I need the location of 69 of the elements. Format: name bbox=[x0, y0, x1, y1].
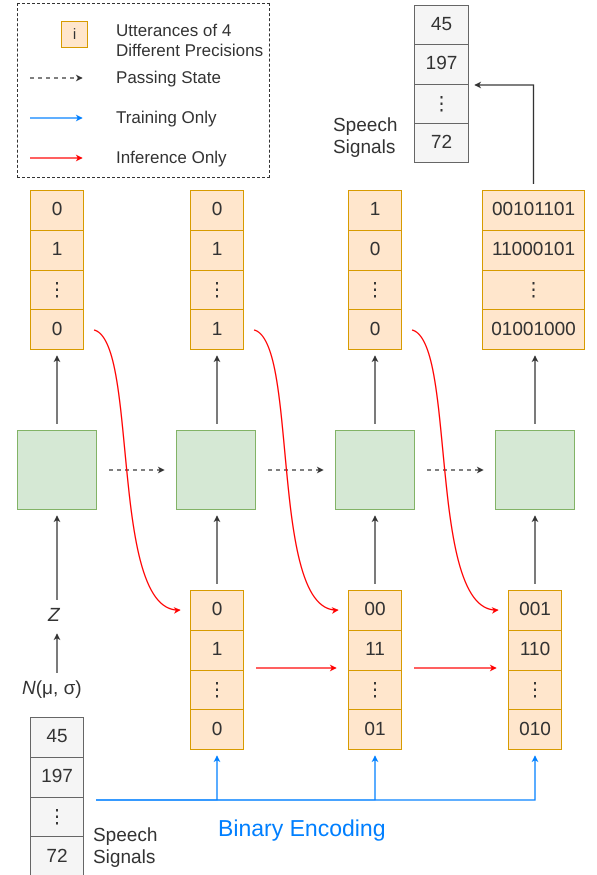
value-cell: 1 bbox=[190, 630, 244, 670]
value-cell: 0 bbox=[190, 590, 244, 631]
node-label: N(μ, σ) bbox=[22, 679, 82, 700]
arrow bbox=[427, 466, 484, 474]
arrow bbox=[412, 329, 499, 612]
arrow bbox=[214, 515, 220, 584]
arrow bbox=[214, 355, 220, 424]
arrow bbox=[54, 633, 60, 673]
value-cell: 0 bbox=[348, 230, 402, 270]
caption-text: Binary Encoding bbox=[218, 815, 386, 842]
value-cell: 0 bbox=[30, 309, 84, 350]
value-cell: 00 bbox=[348, 590, 402, 631]
arrow bbox=[532, 515, 538, 584]
value-cell: 1 bbox=[190, 230, 244, 270]
legend-text: Inference Only bbox=[116, 148, 228, 168]
value-cell: ⋮ bbox=[348, 270, 402, 310]
arrow bbox=[414, 664, 497, 672]
arrow bbox=[372, 515, 378, 584]
value-cell: 110 bbox=[508, 630, 562, 670]
value-cell: 0 bbox=[190, 709, 244, 750]
value-cell: 197 bbox=[414, 44, 469, 84]
arrow bbox=[268, 466, 324, 474]
value-cell: 010 bbox=[508, 709, 562, 750]
legend-swatch: i bbox=[61, 21, 88, 48]
value-cell: 001 bbox=[508, 590, 562, 631]
value-cell: 0 bbox=[30, 190, 84, 231]
value-cell: 11000101 bbox=[482, 230, 585, 270]
value-cell: ⋮ bbox=[508, 670, 562, 710]
arrow bbox=[54, 355, 60, 424]
value-cell: 0 bbox=[190, 190, 244, 231]
value-cell: 72 bbox=[30, 836, 84, 875]
value-cell: 1 bbox=[30, 230, 84, 270]
value-cell: 45 bbox=[30, 717, 84, 758]
node-label: Z bbox=[48, 606, 60, 627]
arrow bbox=[256, 664, 337, 672]
value-cell: ⋮ bbox=[30, 270, 84, 310]
value-cell: 1 bbox=[190, 309, 244, 350]
state-box bbox=[17, 430, 97, 510]
arrow bbox=[54, 515, 60, 600]
legend-text: Training Only bbox=[116, 108, 218, 128]
arrow bbox=[532, 355, 538, 424]
caption-text: Speech Signals bbox=[93, 825, 158, 869]
arrow bbox=[96, 755, 538, 801]
value-cell: ⋮ bbox=[30, 796, 84, 838]
state-box bbox=[495, 430, 575, 510]
value-cell: 1 bbox=[348, 190, 402, 231]
arrow bbox=[474, 82, 534, 184]
value-cell: 11 bbox=[348, 630, 402, 670]
value-cell: ⋮ bbox=[190, 270, 244, 310]
value-cell: ⋮ bbox=[190, 670, 244, 710]
value-cell: ⋮ bbox=[348, 670, 402, 710]
state-box bbox=[335, 430, 415, 510]
arrow bbox=[372, 355, 378, 424]
value-cell: ⋮ bbox=[482, 270, 585, 310]
caption-text: Speech Signals bbox=[333, 115, 398, 159]
value-cell: 01 bbox=[348, 709, 402, 750]
legend-text: Passing State bbox=[116, 68, 222, 88]
value-cell: 45 bbox=[414, 5, 469, 46]
value-cell: 72 bbox=[414, 122, 469, 163]
arrow bbox=[254, 329, 339, 612]
value-cell: 00101101 bbox=[482, 190, 585, 231]
value-cell: 01001000 bbox=[482, 309, 585, 350]
arrow bbox=[109, 466, 165, 474]
value-cell: ⋮ bbox=[414, 84, 469, 124]
value-cell: 197 bbox=[30, 756, 84, 798]
value-cell: 0 bbox=[348, 309, 402, 350]
legend-text: Utterances of 4 Different Precisions bbox=[116, 21, 264, 60]
state-box bbox=[176, 430, 256, 510]
arrow bbox=[94, 329, 181, 612]
